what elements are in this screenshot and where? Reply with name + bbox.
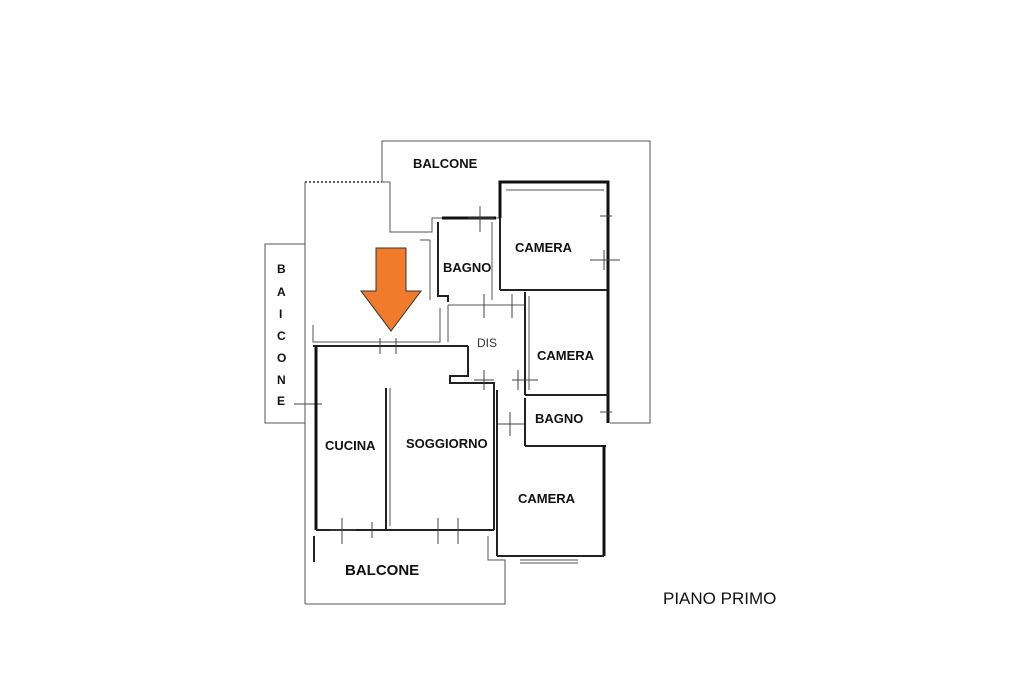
balcone-side-letter: C xyxy=(277,329,286,343)
label-balcone-top: BALCONE xyxy=(413,156,478,171)
entrance-walls xyxy=(312,239,468,354)
dis-walls xyxy=(447,294,525,390)
balcone-side-letter: I xyxy=(279,307,282,321)
balcony-bottom-outline xyxy=(305,536,506,605)
label-bagno-2: BAGNO xyxy=(535,411,583,426)
label-soggiorno: SOGGIORNO xyxy=(406,436,488,451)
balcone-side-letter: O xyxy=(277,351,286,365)
entrance-arrow-icon xyxy=(360,247,422,332)
plan-title: PIANO PRIMO xyxy=(663,589,776,608)
balcone-side-letter: E xyxy=(277,394,285,408)
terrace-dashed-line xyxy=(304,181,382,244)
label-camera-1: CAMERA xyxy=(515,240,573,255)
balcone-side-letter: B xyxy=(277,262,286,276)
camera-1-walls xyxy=(498,180,620,291)
bagno-1-walls xyxy=(437,206,496,302)
balcony-side-outline xyxy=(264,243,305,424)
living-block-walls xyxy=(314,346,495,544)
left-exterior-wall xyxy=(294,244,322,604)
bagno-2-walls xyxy=(498,398,612,447)
label-camera-2: CAMERA xyxy=(537,348,595,363)
label-balcone-side: B A I C O N E xyxy=(277,262,286,408)
label-bagno-1: BAGNO xyxy=(443,260,491,275)
label-cucina: CUCINA xyxy=(325,438,376,453)
camera-3-walls xyxy=(496,390,606,564)
label-camera-3: CAMERA xyxy=(518,491,576,506)
label-dis: DIS xyxy=(477,336,497,350)
camera-2-walls xyxy=(512,290,610,423)
balcone-side-letter: N xyxy=(277,373,286,387)
label-balcone-bottom: BALCONE xyxy=(345,562,419,579)
balcone-side-letter: A xyxy=(277,285,286,299)
